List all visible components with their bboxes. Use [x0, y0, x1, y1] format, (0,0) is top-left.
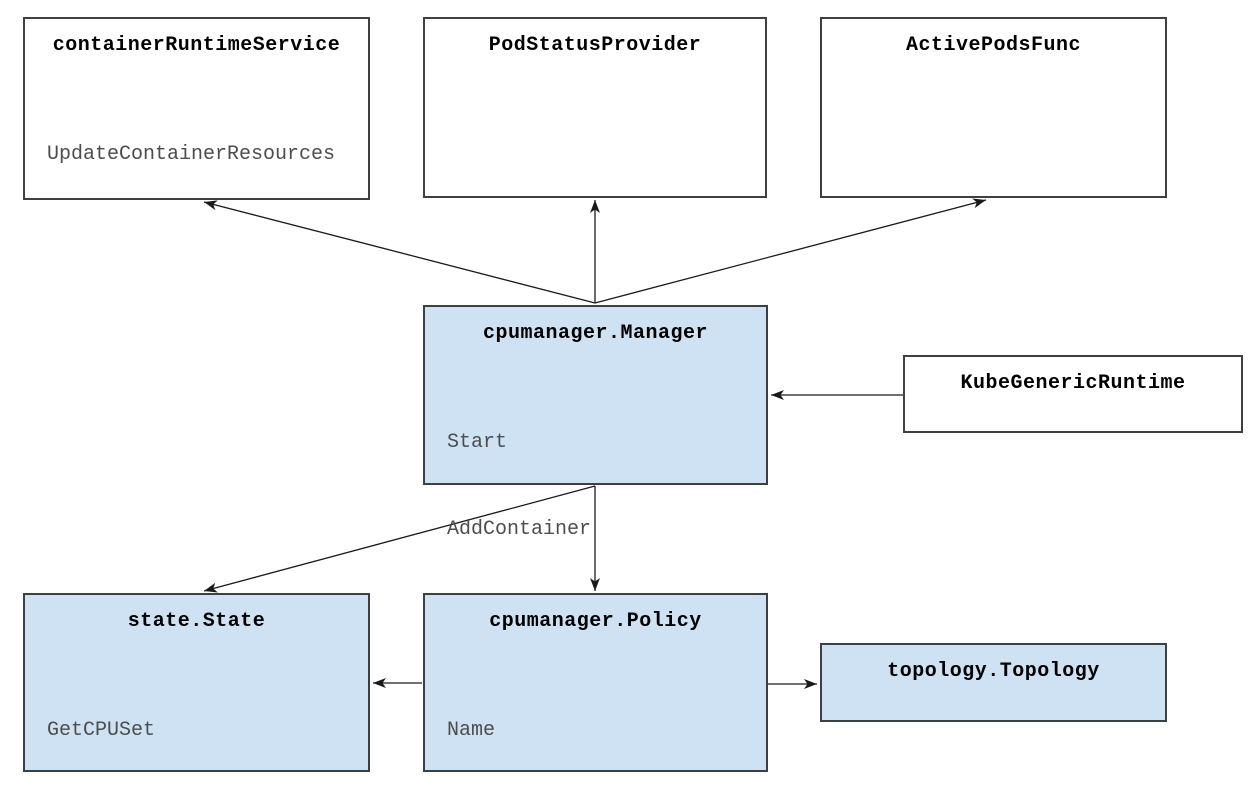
node-cpumanager-manager: cpumanager.Manager Start AddContainer Re…	[423, 305, 768, 715]
node-title: cpumanager.Policy	[489, 610, 702, 633]
node-state-state: state.State GetCPUSet GetDefaultCPUSet S…	[23, 593, 370, 772]
node-title: KubeGenericRuntime	[960, 372, 1186, 395]
node-title: containerRuntimeService	[52, 34, 341, 57]
node-title: state.State	[127, 610, 266, 633]
node-kube-generic-runtime: KubeGenericRuntime	[903, 355, 1243, 433]
method-item: Name	[447, 719, 496, 742]
node-title: topology.Topology	[887, 660, 1100, 683]
node-title: PodStatusProvider	[488, 34, 702, 57]
method-item: GetCPUSet	[47, 719, 156, 742]
node-title: cpumanager.Manager	[482, 322, 709, 345]
node-method-list: Name AddContainer RemoveContainer	[425, 658, 766, 788]
node-method-list: GetCPUSet GetDefaultCPUSet SetCPUSet Set…	[25, 658, 368, 788]
method-item: Start	[447, 431, 508, 454]
node-pod-status-provider: PodStatusProvider	[423, 17, 767, 198]
node-title: ActivePodsFunc	[905, 34, 1082, 57]
edge-manager-to-active-pods-func	[594, 198, 987, 304]
node-container-runtime-service: containerRuntimeService UpdateContainerR…	[23, 17, 370, 200]
method-item: UpdateContainerResources	[47, 143, 336, 166]
node-cpumanager-policy: cpumanager.Policy Name AddContainer Remo…	[423, 593, 768, 772]
node-topology-topology: topology.Topology	[820, 643, 1167, 722]
node-active-pods-func: ActivePodsFunc	[820, 17, 1167, 198]
node-method-list: UpdateContainerResources	[25, 82, 368, 227]
method-item: AddContainer	[447, 518, 592, 541]
